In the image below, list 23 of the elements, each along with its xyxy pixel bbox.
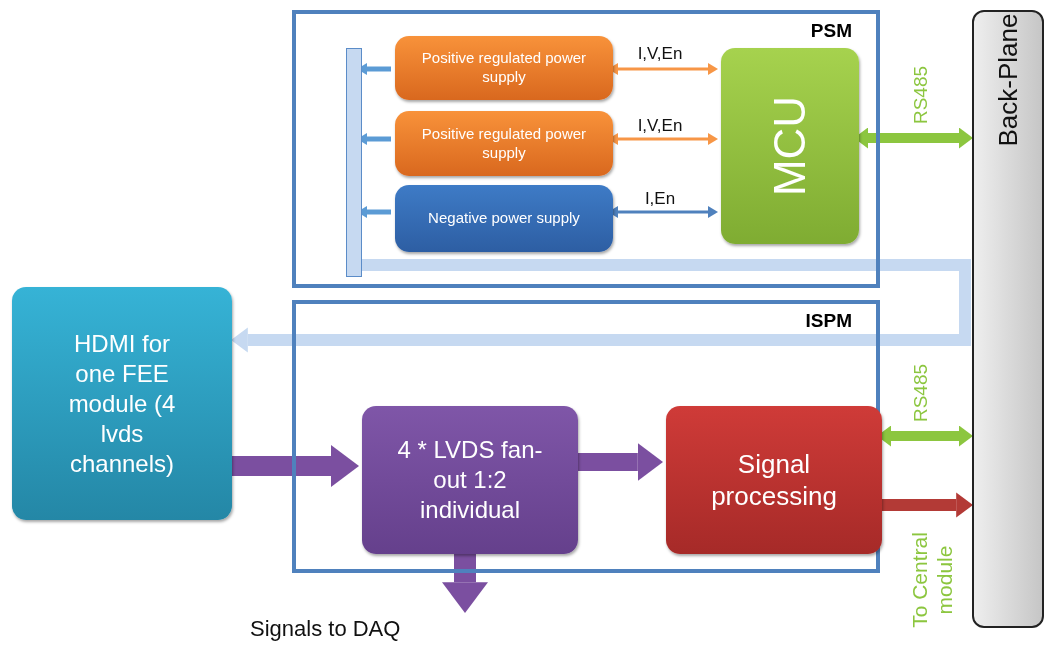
back-plane-panel <box>972 10 1044 628</box>
module-frame <box>292 10 880 288</box>
mcu-block: MCU <box>721 48 859 244</box>
note-text: To Central module <box>906 531 957 630</box>
edge-label: I,V,En <box>637 44 683 64</box>
power-bus-bar <box>346 48 362 277</box>
output-text: Signals to DAQ <box>250 612 480 645</box>
module-title: PSM <box>810 20 852 42</box>
block-arrow <box>231 259 971 353</box>
power-supply-block: Positive regulated power supply <box>395 111 613 176</box>
process-block: Signal processing <box>666 406 882 554</box>
process-block: HDMI for one FEE module (4 lvds channels) <box>12 287 232 520</box>
edge-label: RS485 <box>910 363 932 423</box>
edge-label: I,V,En <box>637 116 683 136</box>
back-plane-title: Back-Plane <box>992 13 1024 147</box>
block-arrow <box>232 445 359 487</box>
edge-label: I,En <box>644 189 676 209</box>
module-frame <box>292 300 880 573</box>
power-supply-block: Negative power supply <box>395 185 613 252</box>
power-supply-block: Positive regulated power supply <box>395 36 613 100</box>
process-block: 4 * LVDS fan-out 1:2 individual <box>362 406 578 554</box>
edge-label: RS485 <box>910 65 932 125</box>
module-title: ISPM <box>805 310 852 332</box>
